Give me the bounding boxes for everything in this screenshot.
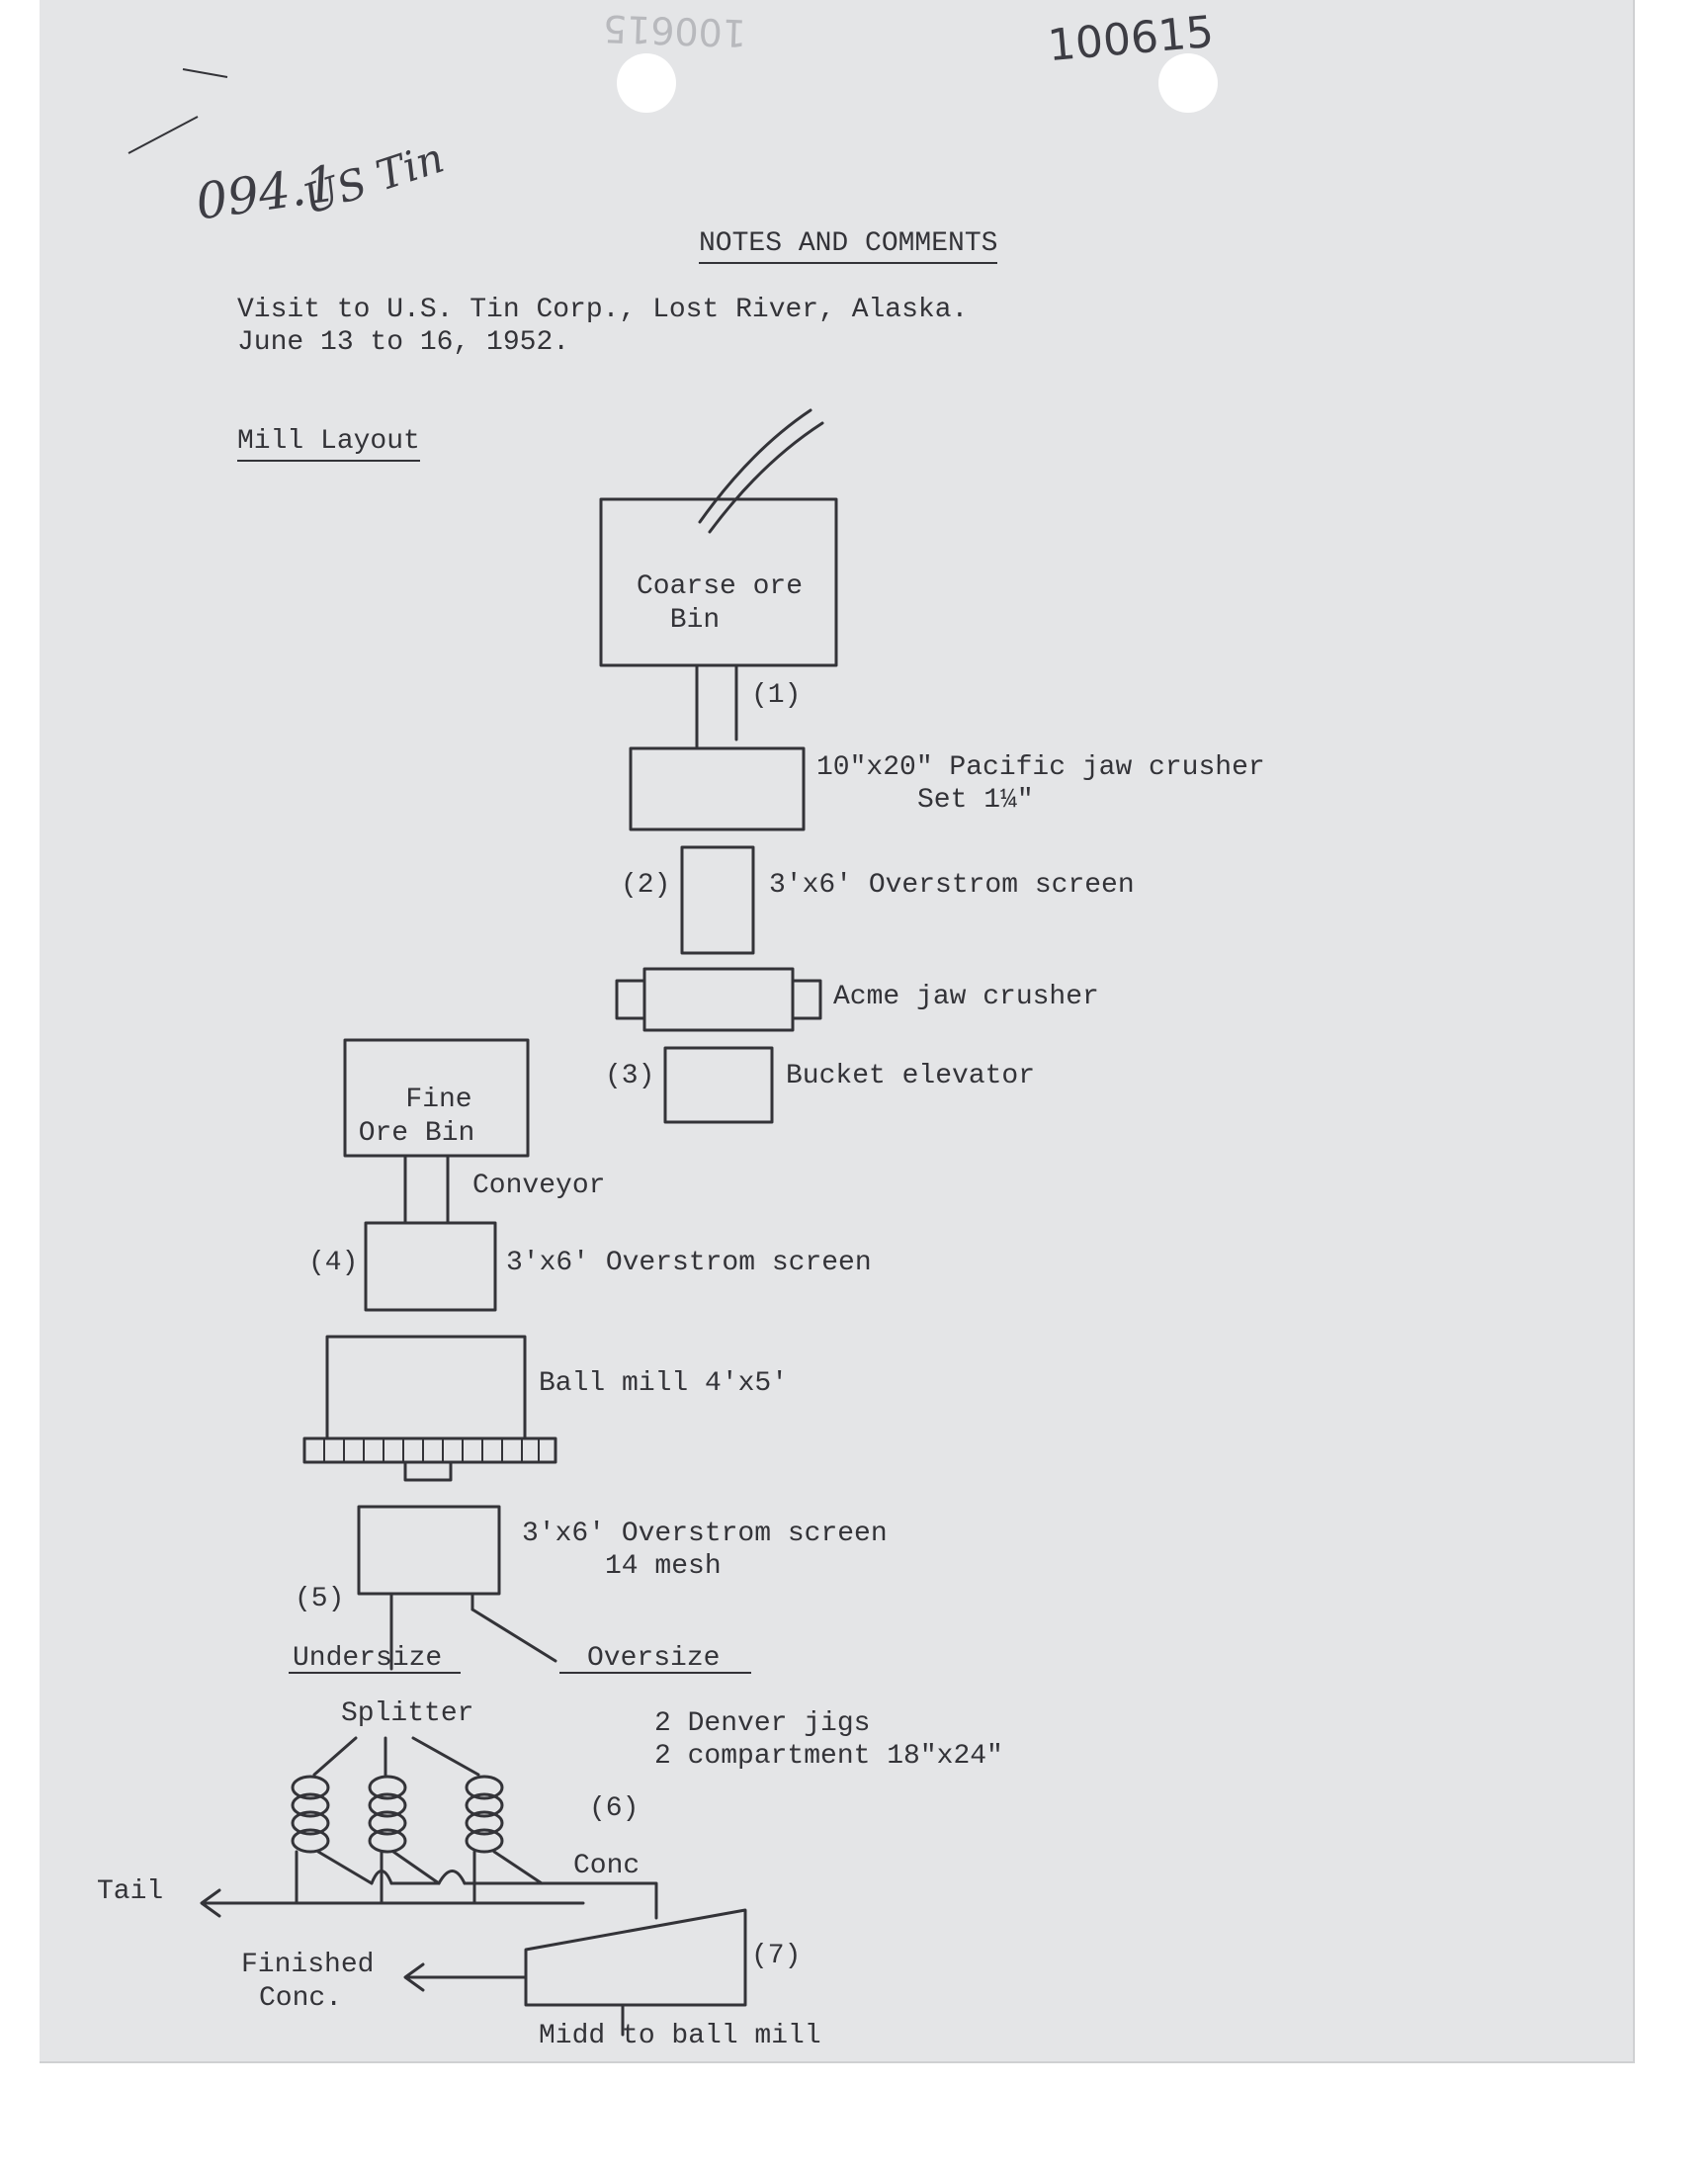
splitter-label: Splitter <box>341 1698 474 1729</box>
ball-mill-label: Ball mill 4'x5' <box>539 1368 789 1399</box>
splitter-branches <box>312 1736 480 1777</box>
overstrom-screen-3-label: 3'x6' Overstrom screen <box>522 1519 888 1549</box>
ball-mill-box <box>325 1335 527 1440</box>
ball-mill-discharge <box>403 1460 453 1482</box>
step-5-label: (5) <box>295 1584 345 1614</box>
coarse-ore-bin-label: Coarse ore <box>636 571 804 602</box>
screen-mesh-label: 14 mesh <box>605 1551 722 1582</box>
finished-conc-arrowhead <box>403 1962 425 1992</box>
coarse-ore-bin-box <box>599 497 838 667</box>
pen-mark <box>128 116 199 154</box>
visit-line-1: Visit to U.S. Tin Corp., Lost River, Ala… <box>237 295 969 325</box>
step-7-label: (7) <box>751 1941 802 1971</box>
visit-line-2: June 13 to 16, 1952. <box>237 327 570 358</box>
oversize-line <box>470 1608 557 1663</box>
document-title: NOTES AND COMMENTS <box>699 228 998 264</box>
step-4-label: (4) <box>308 1248 359 1278</box>
pacific-jaw-crusher-setting: Set 1¼" <box>917 785 1034 816</box>
bucket-elevator-label: Bucket elevator <box>786 1061 1036 1091</box>
finished-conc-label-line2: Conc. <box>259 1983 343 2014</box>
overstrom-screen-3-box <box>357 1505 501 1596</box>
overstrom-screen-2-label: 3'x6' Overstrom screen <box>506 1248 872 1278</box>
concentrating-table <box>524 1908 747 2007</box>
step-3-label: (3) <box>605 1061 655 1091</box>
undersize-label: Undersize <box>293 1643 443 1674</box>
overstrom-screen-1-box <box>680 845 755 955</box>
step-2-label: (2) <box>621 870 671 901</box>
pacific-jaw-crusher-box <box>629 746 806 831</box>
section-heading: Mill Layout <box>237 426 420 462</box>
pacific-jaw-crusher-label: 10"x20" Pacific jaw crusher <box>816 752 1265 783</box>
overstrom-screen-2-box <box>364 1221 497 1312</box>
jig-hops <box>370 1870 467 1885</box>
tail-arrowhead <box>200 1888 221 1918</box>
pen-mark <box>182 68 228 78</box>
acme-jaw-crusher-label: Acme jaw crusher <box>833 982 1099 1012</box>
conc-line <box>389 1881 658 1920</box>
conveyor-label: Conveyor <box>472 1171 606 1201</box>
tail-label: Tail <box>97 1876 164 1907</box>
bleed-through-number: 100615 <box>602 6 747 55</box>
oversize-label: Oversize <box>587 1643 721 1674</box>
bucket-elevator-box <box>663 1046 774 1124</box>
finished-conc-label: Finished <box>241 1950 375 1980</box>
punch-hole-left <box>617 53 676 113</box>
acme-crusher-right-flange <box>791 979 822 1020</box>
denver-jigs-label: 2 Denver jigs <box>654 1708 871 1739</box>
acme-crusher-left-flange <box>615 979 646 1020</box>
feed-chute-line <box>698 408 812 524</box>
fine-ore-bin-label-line2: Ore Bin <box>358 1118 475 1149</box>
fine-ore-bin-box <box>343 1038 530 1158</box>
conc-label: Conc <box>573 1851 640 1881</box>
fine-ore-bin-label: Fine <box>405 1085 472 1115</box>
step-1-label: (1) <box>751 680 802 711</box>
overstrom-screen-1-label: 3'x6' Overstrom screen <box>769 870 1135 901</box>
jig-compartment-label: 2 compartment 18"x24" <box>654 1741 1003 1772</box>
coarse-ore-bin-label-line2: Bin <box>669 605 721 636</box>
middlings-label: Midd to ball mill <box>539 2021 821 2051</box>
ball-mill-base <box>302 1436 557 1464</box>
denver-jig-coils <box>291 1775 504 1854</box>
punch-hole-right <box>1158 53 1218 113</box>
ball-mill-base-ticks <box>323 1438 540 1462</box>
jig-outlets <box>295 1850 544 1905</box>
feed-chute-line <box>708 421 824 534</box>
paper-sheet <box>40 0 1635 2063</box>
acme-jaw-crusher-box <box>642 967 795 1032</box>
step-6-label: (6) <box>589 1793 640 1824</box>
